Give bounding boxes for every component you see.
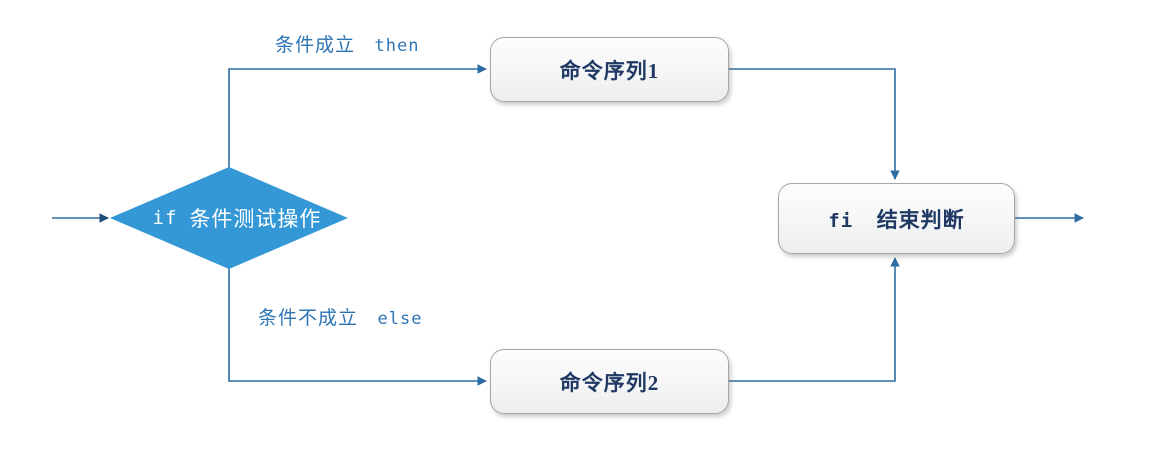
decision-text: 条件测试操作 — [189, 207, 322, 231]
edge-label-true-cn: 条件成立 — [275, 35, 356, 56]
wire-else-to-fi — [729, 257, 900, 382]
diamond-icon — [110, 167, 348, 269]
edge-label-true: 条件成立 then — [275, 30, 419, 57]
wire-false-branch — [228, 268, 487, 386]
wire-then-to-fi — [729, 68, 900, 180]
edge-label-false-cn: 条件不成立 — [258, 308, 359, 329]
process-node-then[interactable]: 命令序列1 — [490, 37, 729, 102]
edge-label-false: 条件不成立 else — [258, 303, 422, 330]
decision-label: if 条件测试操作 — [110, 167, 348, 269]
wire-true-branch — [228, 64, 487, 168]
process-node-endif[interactable]: fi 结束判断 — [778, 183, 1015, 254]
edge-label-true-keyword: then — [374, 36, 420, 56]
process-else-label: 命令序列2 — [559, 370, 660, 395]
decision-node-if[interactable]: if 条件测试操作 — [110, 167, 348, 269]
edge-label-false-keyword: else — [377, 309, 423, 329]
process-node-else[interactable]: 命令序列2 — [490, 349, 729, 414]
endif-text: 结束判断 — [876, 207, 965, 232]
process-then-label: 命令序列1 — [559, 58, 660, 83]
endif-label: fi 结束判断 — [828, 204, 964, 234]
decision-keyword: if — [152, 207, 178, 229]
endif-keyword: fi — [828, 209, 854, 232]
